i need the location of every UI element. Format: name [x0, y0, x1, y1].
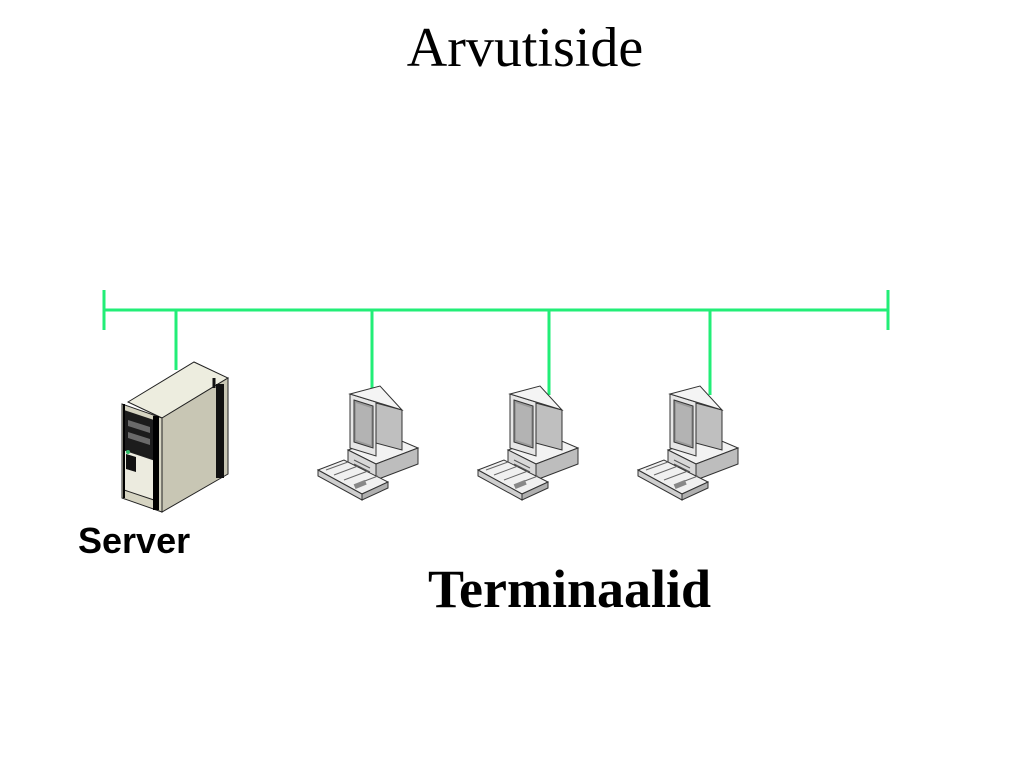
slide-title: Arvutiside — [406, 17, 644, 79]
desktop-computer-icon — [317, 385, 419, 501]
desktop-computer-icon — [477, 385, 579, 501]
terminals-label: Terminaalid — [428, 559, 712, 619]
desktop-computer-icon — [637, 385, 739, 501]
server-tower-icon — [121, 361, 230, 513]
server-label: Server — [78, 520, 191, 561]
